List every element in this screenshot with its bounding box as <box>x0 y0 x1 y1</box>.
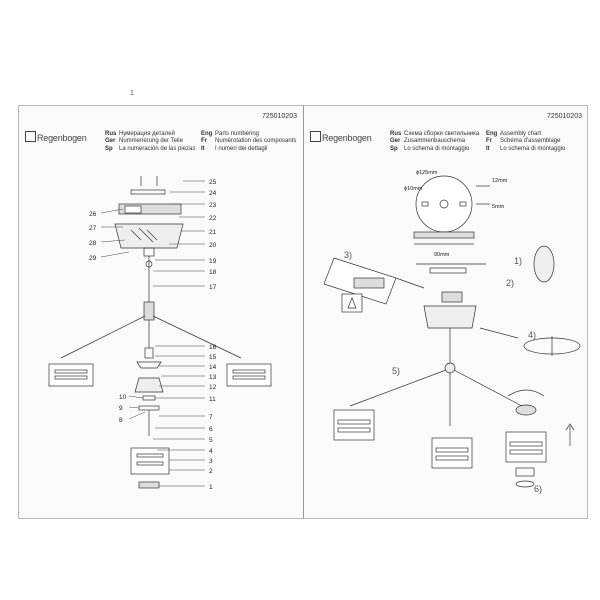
callout: 21 <box>209 229 217 236</box>
callout: 20 <box>209 242 217 249</box>
dimension: 12mm <box>492 178 508 184</box>
brand-mark-icon <box>25 131 36 142</box>
callout: 18 <box>209 269 217 276</box>
callout: 9 <box>119 405 123 412</box>
step-label: 1) <box>514 256 522 266</box>
step-label: 2) <box>506 278 514 288</box>
callout: 11 <box>209 396 216 403</box>
callout: 16 <box>209 344 217 351</box>
stray-mark: 1 <box>130 90 134 97</box>
step-labels: 1) 2) 3) 4) 5) 6) <box>344 250 542 494</box>
callout: 3 <box>209 458 213 465</box>
callout: 4 <box>209 448 213 455</box>
callout: 2 <box>209 468 213 475</box>
callout: 23 <box>209 202 217 209</box>
callout: 28 <box>89 240 97 247</box>
doc-code: 725010203 <box>261 113 297 120</box>
step-label: 3) <box>344 250 352 260</box>
callout: 26 <box>89 211 97 218</box>
callout: 8 <box>119 417 123 424</box>
page-fold <box>303 106 304 518</box>
dimension: ϕ10mm <box>404 186 423 192</box>
callout: 22 <box>209 215 217 222</box>
callout: 13 <box>209 374 217 381</box>
doc-code: 725010203 <box>546 113 582 120</box>
callout: 19 <box>209 258 217 265</box>
callout: 7 <box>209 414 213 421</box>
callout: 12 <box>209 384 217 391</box>
callout: 14 <box>209 364 217 371</box>
callouts-left: 26 27 28 29 10 9 8 <box>89 211 127 424</box>
callout: 24 <box>209 190 217 197</box>
brand-logo: Regenbogen <box>310 131 372 143</box>
callout: 10 <box>119 394 127 401</box>
callout: 17 <box>209 284 217 291</box>
callout: 6 <box>209 426 213 433</box>
callout: 5 <box>209 437 213 444</box>
callout: 27 <box>89 225 97 232</box>
exploded-parts-diagram: 25 24 23 22 21 20 19 18 17 16 15 14 13 1… <box>48 176 272 491</box>
brand-mark-icon <box>310 131 321 142</box>
callout: 1 <box>209 484 213 491</box>
step-label: 5) <box>392 366 400 376</box>
callout: 29 <box>89 255 97 262</box>
callout: 15 <box>209 354 217 361</box>
callouts-right: 25 24 23 22 21 20 19 18 17 16 15 14 13 1… <box>209 179 217 491</box>
callout: 25 <box>209 179 217 186</box>
dimension: 90mm <box>434 252 450 258</box>
dimension-labels: ϕ125mm 12mm ϕ10mm 5mm 90mm <box>404 170 508 258</box>
brand-logo: Regenbogen <box>25 131 87 143</box>
assembly-diagram: ϕ125mm 12mm ϕ10mm 5mm 90mm 1) 2) 3) 4) 5… <box>323 170 581 494</box>
step-label: 4) <box>528 330 536 340</box>
dimension: ϕ125mm <box>416 170 438 176</box>
step-label: 6) <box>534 484 542 494</box>
dimension: 5mm <box>492 204 505 210</box>
